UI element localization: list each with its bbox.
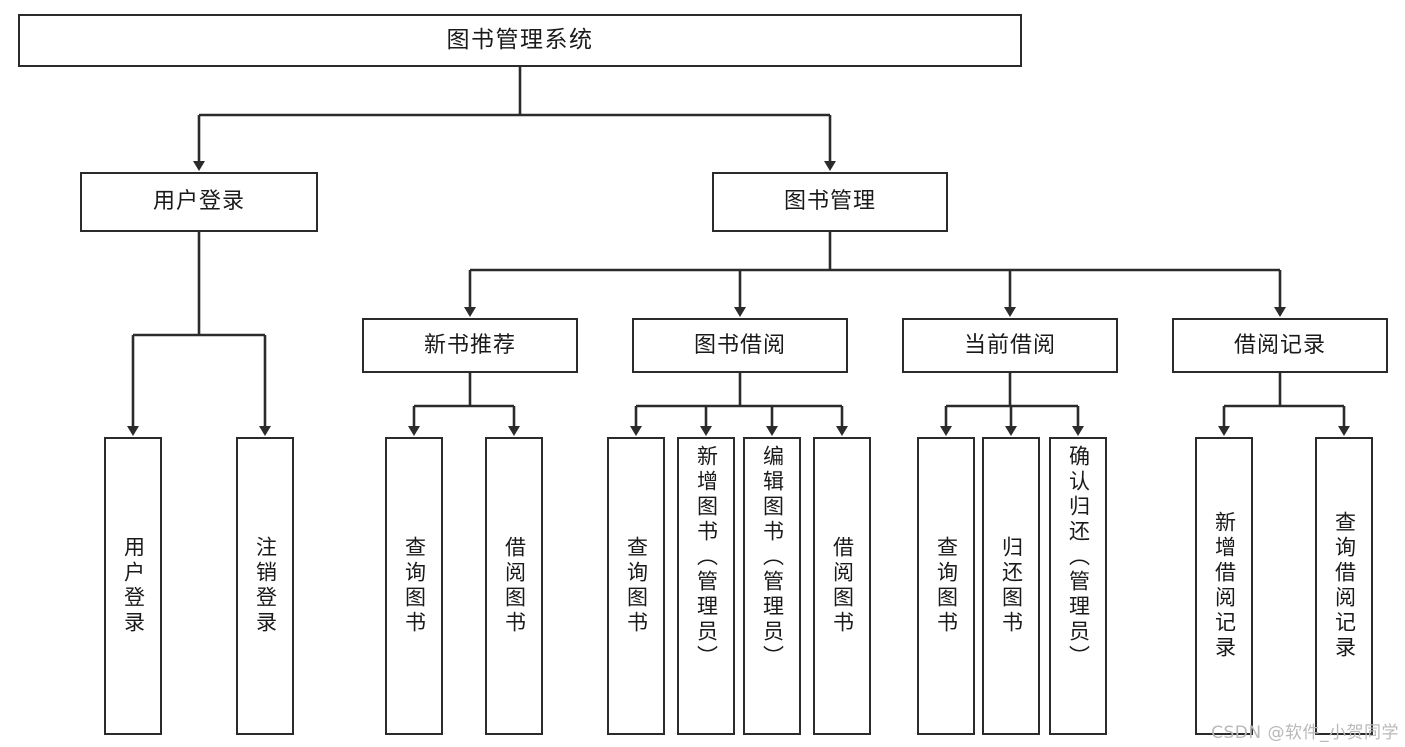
node-label: 新增图书（管理员） (694, 445, 719, 670)
leaf-recommend-borrow-book[interactable]: 借阅图书 (485, 437, 543, 735)
node-label: 编辑图书（管理员） (760, 445, 785, 670)
node-root-system[interactable]: 图书管理系统 (18, 14, 1022, 67)
leaf-borrow-edit-book-admin[interactable]: 编辑图书（管理员） (743, 437, 801, 735)
node-label: 借阅图书 (830, 536, 855, 636)
node-label: 当前借阅 (963, 332, 1056, 358)
node-label: 注销登录 (253, 536, 278, 636)
node-label: 借阅图书 (502, 536, 527, 636)
node-label: 确认归还（管理员） (1066, 445, 1091, 670)
node-borrow-record[interactable]: 借阅记录 (1172, 318, 1388, 373)
node-label: 用户登录 (121, 536, 146, 636)
node-label: 新书推荐 (423, 332, 516, 358)
node-current-borrow[interactable]: 当前借阅 (902, 318, 1118, 373)
node-label: 借阅记录 (1233, 332, 1326, 358)
node-book-borrow[interactable]: 图书借阅 (632, 318, 848, 373)
leaf-record-add-borrow-record[interactable]: 新增借阅记录 (1195, 437, 1253, 735)
leaf-recommend-query-book[interactable]: 查询图书 (385, 437, 443, 735)
node-label: 查询图书 (934, 536, 959, 636)
node-label: 查询图书 (624, 536, 649, 636)
node-label: 图书管理系统 (446, 26, 594, 53)
node-label: 图书借阅 (693, 332, 786, 358)
leaf-user-login-signin[interactable]: 用户登录 (104, 437, 162, 735)
leaf-current-confirm-return-admin[interactable]: 确认归还（管理员） (1049, 437, 1107, 735)
leaf-borrow-query-book[interactable]: 查询图书 (607, 437, 665, 735)
node-user-login[interactable]: 用户登录 (80, 172, 318, 232)
node-label: 查询图书 (402, 536, 427, 636)
leaf-current-return-book[interactable]: 归还图书 (982, 437, 1040, 735)
leaf-borrow-borrow-book[interactable]: 借阅图书 (813, 437, 871, 735)
leaf-borrow-add-book-admin[interactable]: 新增图书（管理员） (677, 437, 735, 735)
node-label: 用户登录 (152, 189, 245, 215)
node-label: 图书管理 (783, 189, 876, 215)
node-book-management[interactable]: 图书管理 (712, 172, 948, 232)
leaf-user-login-signout[interactable]: 注销登录 (236, 437, 294, 735)
leaf-current-query-book[interactable]: 查询图书 (917, 437, 975, 735)
node-new-book-recommend[interactable]: 新书推荐 (362, 318, 578, 373)
node-label: 新增借阅记录 (1212, 511, 1237, 661)
watermark-text: CSDN @软件_小贺同学 (1211, 723, 1399, 743)
leaf-record-query-borrow-record[interactable]: 查询借阅记录 (1315, 437, 1373, 735)
node-label: 查询借阅记录 (1332, 511, 1357, 661)
node-label: 归还图书 (999, 536, 1024, 636)
